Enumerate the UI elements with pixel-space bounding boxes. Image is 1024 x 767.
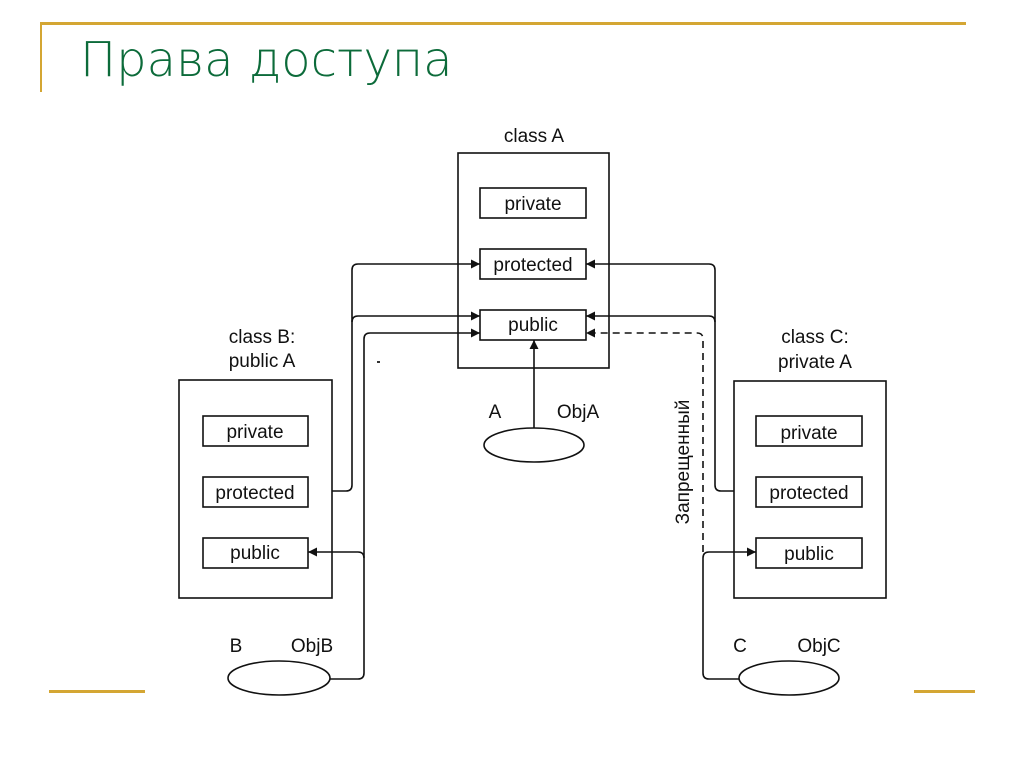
member-label: protected [215,483,294,504]
object-b: B ObjB [227,636,333,696]
class-c-box [733,380,887,599]
object-a: A ObjA [483,402,600,463]
edge-c-protected-to-a-public [586,311,716,323]
class-c: class C: private A private protected pub… [733,327,887,599]
object-c: C ObjC [733,636,841,696]
class-b: class B: public A private protected publ… [178,327,333,599]
object-b-ellipse [227,660,331,696]
bottom-right-accent-line [914,690,975,693]
object-c-ellipse [738,660,840,696]
class-c-member-protected: protected [755,476,863,508]
member-label: public [784,544,834,565]
class-a-member-protected: protected [479,248,587,280]
forbidden-label: Запрещенный [673,400,694,525]
object-b-name: ObjB [291,636,333,657]
class-a-member-public: public [479,309,587,341]
member-label: protected [493,255,572,276]
member-label: private [780,423,837,444]
edge-objc-to-a-public-forbidden [586,328,704,552]
class-a-member-private: private [479,187,587,219]
member-label: protected [769,483,848,504]
edge-objc-to-c-public [702,547,756,680]
member-label: public [230,543,280,564]
object-b-class-label: B [230,636,243,657]
class-a: class A private protected public [457,126,610,369]
member-label: private [226,422,283,443]
object-a-ellipse [483,427,585,463]
bottom-left-accent-line [49,690,145,693]
class-b-member-protected: protected [202,476,309,508]
slide-title: Права доступа [80,32,453,88]
class-b-member-public: public [202,537,309,569]
class-c-member-public: public [755,537,863,569]
top-accent-line [40,22,966,25]
edge-objb-to-b-public [308,547,365,559]
edge-b-protected-to-a-protected [332,259,480,492]
class-b-header-line-1: class B: [229,327,296,348]
class-a-header: class A [504,126,565,147]
class-b-header-line-2: public A [229,351,296,372]
class-c-header-line-2: private A [778,352,852,373]
edge-b-protected-to-a-public [351,311,480,323]
class-b-member-private: private [202,415,309,447]
member-label: public [508,315,558,336]
edge-c-protected-to-a-protected [586,259,734,492]
left-accent-line [40,22,42,92]
object-a-name: ObjA [557,402,600,423]
class-b-box [178,379,333,599]
edge-objb-to-a-public [330,328,480,680]
object-c-name: ObjC [797,636,840,657]
speck-artifact [377,361,380,363]
member-label: private [504,194,561,215]
class-c-member-private: private [755,415,863,447]
object-c-class-label: C [733,636,747,657]
class-c-header-line-1: class C: [781,327,849,348]
object-a-class-label: A [489,402,502,423]
